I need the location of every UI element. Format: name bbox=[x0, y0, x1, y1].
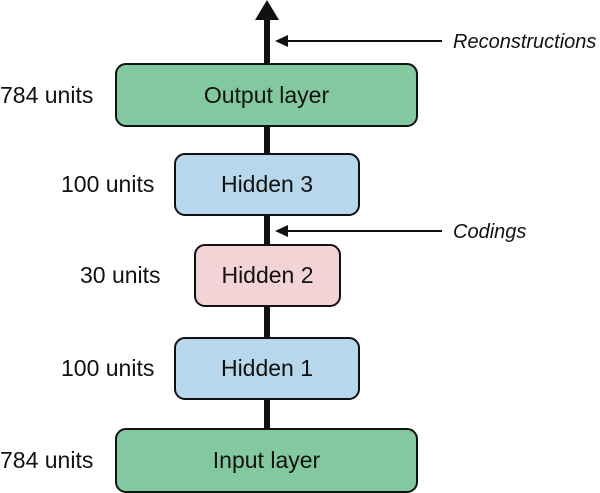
reconstructions-pointer-arrow bbox=[275, 35, 288, 47]
hidden-1-box bbox=[174, 337, 360, 400]
hidden-2-units: 30 units bbox=[80, 262, 161, 288]
hidden-1-units: 100 units bbox=[61, 355, 154, 381]
input-layer-units: 784 units bbox=[0, 447, 93, 473]
output-arrow-head bbox=[255, 0, 279, 20]
hidden-3-units: 100 units bbox=[61, 171, 154, 197]
output-layer-label: Output layer bbox=[204, 82, 330, 108]
hidden-1-label: Hidden 1 bbox=[221, 355, 313, 381]
codings-pointer-arrow bbox=[275, 225, 288, 237]
output-layer-box bbox=[115, 63, 418, 127]
output-layer-units: 784 units bbox=[0, 82, 93, 108]
hidden-2-box bbox=[194, 244, 341, 307]
codings-label: Codings bbox=[453, 221, 526, 243]
reconstructions-label: Reconstructions bbox=[453, 31, 596, 53]
hidden-3-label: Hidden 3 bbox=[221, 171, 313, 197]
hidden-2-label: Hidden 2 bbox=[221, 262, 313, 288]
input-layer-box bbox=[115, 428, 418, 493]
input-layer-label: Input layer bbox=[213, 447, 321, 473]
hidden-3-box bbox=[174, 153, 360, 216]
